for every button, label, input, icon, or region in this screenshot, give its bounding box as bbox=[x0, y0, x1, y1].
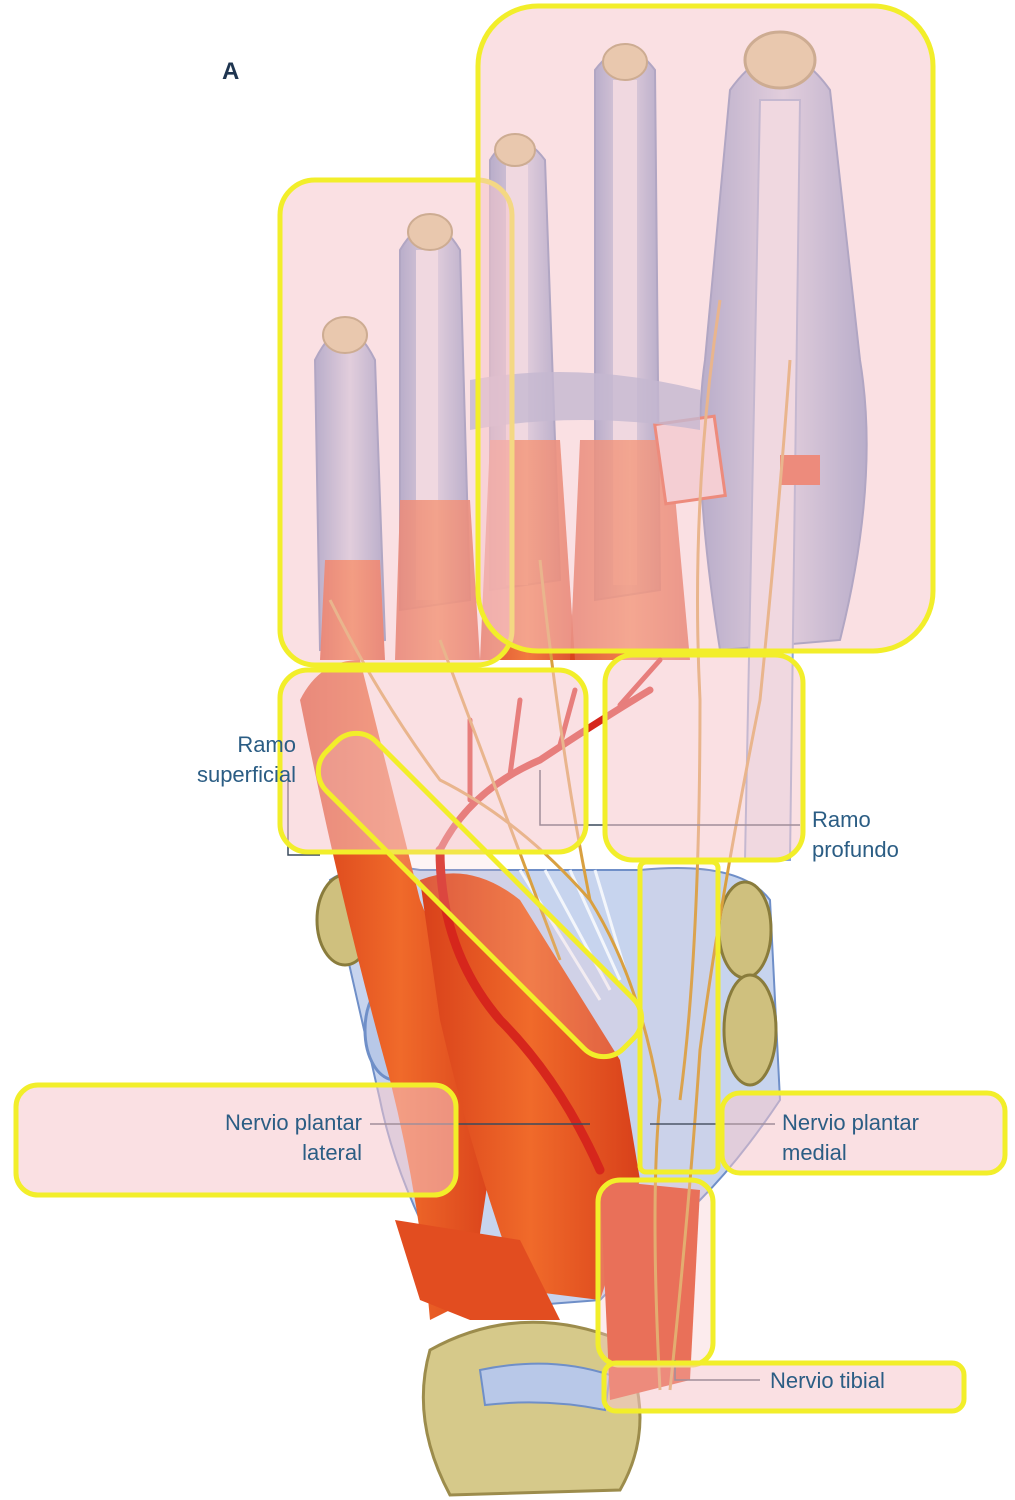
highlight-boxes bbox=[13, 3, 1008, 1414]
highlight-nervio-tibial bbox=[601, 1360, 967, 1414]
highlight-nervio-plantar-lateral bbox=[13, 1082, 459, 1198]
highlight-ramo-superficial bbox=[277, 667, 589, 855]
highlight-tibial-strip bbox=[595, 1177, 716, 1368]
highlight-medial-nerve-strip bbox=[637, 859, 721, 1175]
label-nervio-plantar-lateral-line2: lateral bbox=[302, 1140, 362, 1165]
label-nervio-plantar-lateral: Nervio plantar lateral bbox=[150, 1108, 362, 1168]
label-ramo-profundo-line2: profundo bbox=[812, 837, 899, 862]
label-nervio-plantar-lateral-line1: Nervio plantar bbox=[225, 1110, 362, 1135]
label-ramo-superficial-line1: Ramo bbox=[237, 732, 296, 757]
label-nervio-plantar-medial-line2: medial bbox=[782, 1140, 847, 1165]
highlight-medial-toes bbox=[475, 3, 936, 654]
highlight-lateral-nerve-strip bbox=[315, 730, 645, 1060]
label-nervio-tibial: Nervio tibial bbox=[770, 1368, 885, 1393]
label-ramo-superficial: Ramo superficial bbox=[170, 730, 296, 790]
label-ramo-superficial-line2: superficial bbox=[196, 762, 296, 787]
panel-letter: A bbox=[222, 58, 240, 85]
highlight-ramo-profundo bbox=[602, 652, 806, 863]
highlight-nervio-plantar-medial bbox=[719, 1090, 1008, 1176]
label-nervio-plantar-medial-line1: Nervio plantar bbox=[782, 1110, 919, 1135]
label-nervio-plantar-medial: Nervio plantar medial bbox=[782, 1108, 919, 1168]
label-ramo-profundo-line1: Ramo bbox=[812, 807, 871, 832]
label-ramo-profundo: Ramo profundo bbox=[812, 805, 899, 865]
